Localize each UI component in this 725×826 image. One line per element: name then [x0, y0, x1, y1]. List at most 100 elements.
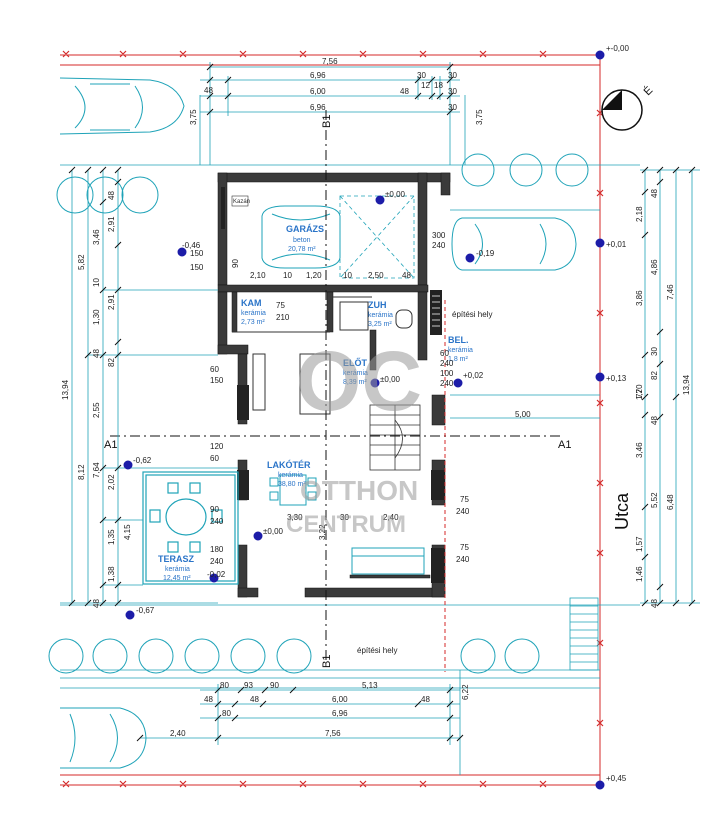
dim-330: 3,30	[287, 513, 303, 522]
dim-150c: 150	[210, 376, 224, 385]
trees-bottom-row	[48, 638, 540, 674]
level-hall: ±0,00	[380, 375, 401, 384]
dim-right-170: 1,70	[635, 384, 644, 400]
level-left-bottom: -0,67	[136, 606, 155, 615]
level-terrace-a: ±0,00	[263, 527, 284, 536]
dim-right-218: 2,18	[635, 206, 644, 222]
building-place-label: építési hely	[452, 310, 492, 319]
dim-60c: 60	[440, 349, 449, 358]
boiler-box	[231, 195, 249, 207]
dim-bottom-240: 2,40	[170, 729, 186, 738]
dim-bottom-600: 6,00	[332, 695, 348, 704]
dim-left-415: 4,15	[123, 524, 132, 540]
room-bel-area: 1,8 m²	[448, 356, 469, 363]
dim-90b: 90	[210, 505, 219, 514]
room-hall-area: 8,39 m²	[343, 379, 367, 386]
dim-48: 48	[402, 271, 411, 280]
dim-top-48: 48	[204, 86, 213, 95]
car-driveway	[451, 217, 577, 271]
boiler-label: Kazán	[233, 199, 250, 205]
terrace-area	[142, 471, 239, 585]
dim-right-746: 7,46	[666, 284, 675, 300]
dim-right-157: 1,57	[635, 536, 644, 552]
dim-210b: 210	[276, 313, 290, 322]
dim-right-30: 30	[650, 347, 659, 356]
dim-322: 3,22	[318, 524, 327, 540]
dim-75d: 75	[460, 543, 469, 552]
dim-bottom-48c: 48	[421, 695, 430, 704]
room-bel-floor: kerámia	[448, 347, 473, 354]
dim-right-346: 3,46	[635, 442, 644, 458]
dim-right-648: 6,48	[666, 494, 675, 510]
dim-left-812: 8,12	[77, 464, 86, 480]
interior-light-walls	[232, 296, 413, 415]
dim-left-291b: 2,91	[107, 294, 116, 310]
room-hall-name: ELŐT	[343, 357, 368, 368]
dim-right-386: 3,86	[635, 290, 644, 306]
dim-bottom-696: 6,96	[332, 709, 348, 718]
dim-left-291: 2,91	[107, 216, 116, 232]
dim-right-48b: 48	[650, 416, 659, 425]
level-right-mid: +0,01	[606, 240, 627, 249]
dim-right-48a: 48	[650, 189, 659, 198]
dim-10b: 10	[343, 271, 352, 280]
dim-right-486: 4,86	[650, 259, 659, 275]
room-terrace-name: TERASZ	[158, 554, 195, 564]
left-dim-ticks	[68, 166, 122, 607]
dim-left-10: 10	[92, 278, 101, 287]
dim-right-outer: 13,94	[682, 374, 691, 395]
right-dimension-chains	[640, 169, 700, 604]
dim-240d: 240	[210, 557, 224, 566]
dim-top-30a: 30	[417, 71, 426, 80]
construction-lines	[60, 164, 640, 689]
dim-240e: 240	[456, 507, 470, 516]
dim-240c: 2,40	[383, 513, 399, 522]
dim-top-696: 6,96	[310, 71, 326, 80]
room-terrace-area: 12,45 m²	[163, 575, 191, 582]
dim-150b: 150	[190, 263, 204, 272]
dim-left-346: 3,46	[92, 229, 101, 245]
dim-30: 30	[340, 513, 349, 522]
dim-left-764: 7,64	[92, 462, 101, 478]
window-marks	[221, 187, 445, 583]
interior-dim-texts: 150 150 90 2,10 10 1,20 10 2,50 48 300 2…	[190, 231, 531, 566]
dim-right-552: 5,52	[650, 492, 659, 508]
level-drive: -0,19	[476, 249, 495, 258]
dim-bottom-756: 7,56	[325, 729, 341, 738]
room-pantry-floor: kerámia	[241, 310, 266, 317]
dim-bottom-513: 5,13	[362, 681, 378, 690]
room-garage-floor: beton	[293, 237, 311, 244]
dim-500: 5,00	[515, 410, 531, 419]
dim-right-146: 1,46	[635, 566, 644, 582]
level-right-lower: +0,13	[606, 374, 627, 383]
level-bottom-right: +0,45	[606, 774, 627, 783]
room-wc-floor: kerámia	[368, 312, 393, 319]
dim-top-696b: 6,96	[310, 103, 326, 112]
dim-120b: 120	[210, 442, 224, 451]
dim-240b: 240	[210, 517, 224, 526]
dim-left-48a: 48	[107, 191, 116, 200]
room-living-floor: kerámia	[278, 472, 303, 479]
dim-150a: 150	[190, 249, 204, 258]
dim-left-48b: 48	[92, 349, 101, 358]
dim-bottom-80: 80	[220, 681, 229, 690]
dim-left-130: 1,30	[92, 309, 101, 325]
dim-top-18: 18	[434, 81, 443, 90]
dim-60b: 60	[210, 454, 219, 463]
dim-300: 300	[432, 231, 446, 240]
level-terrace-b: -0,02	[207, 570, 226, 579]
dim-left-202: 2,02	[107, 474, 116, 490]
dim-top-30b: 30	[448, 71, 457, 80]
right-dim-ticks	[641, 166, 696, 607]
dim-75: 75	[276, 301, 285, 310]
staircase	[369, 404, 421, 471]
north-label: É	[641, 84, 655, 98]
room-garage-name: GARÁZS	[286, 224, 324, 234]
street-label: Utca	[612, 492, 632, 530]
watermark-line2: CENTRUM	[286, 511, 406, 538]
room-living-area: 38,80 m²	[278, 481, 306, 488]
dim-top-30c: 30	[448, 87, 457, 96]
dim-right-72: 72	[635, 389, 644, 398]
dim-left-138: 1,38	[107, 566, 116, 582]
dim-bottom-93: 93	[244, 681, 253, 690]
